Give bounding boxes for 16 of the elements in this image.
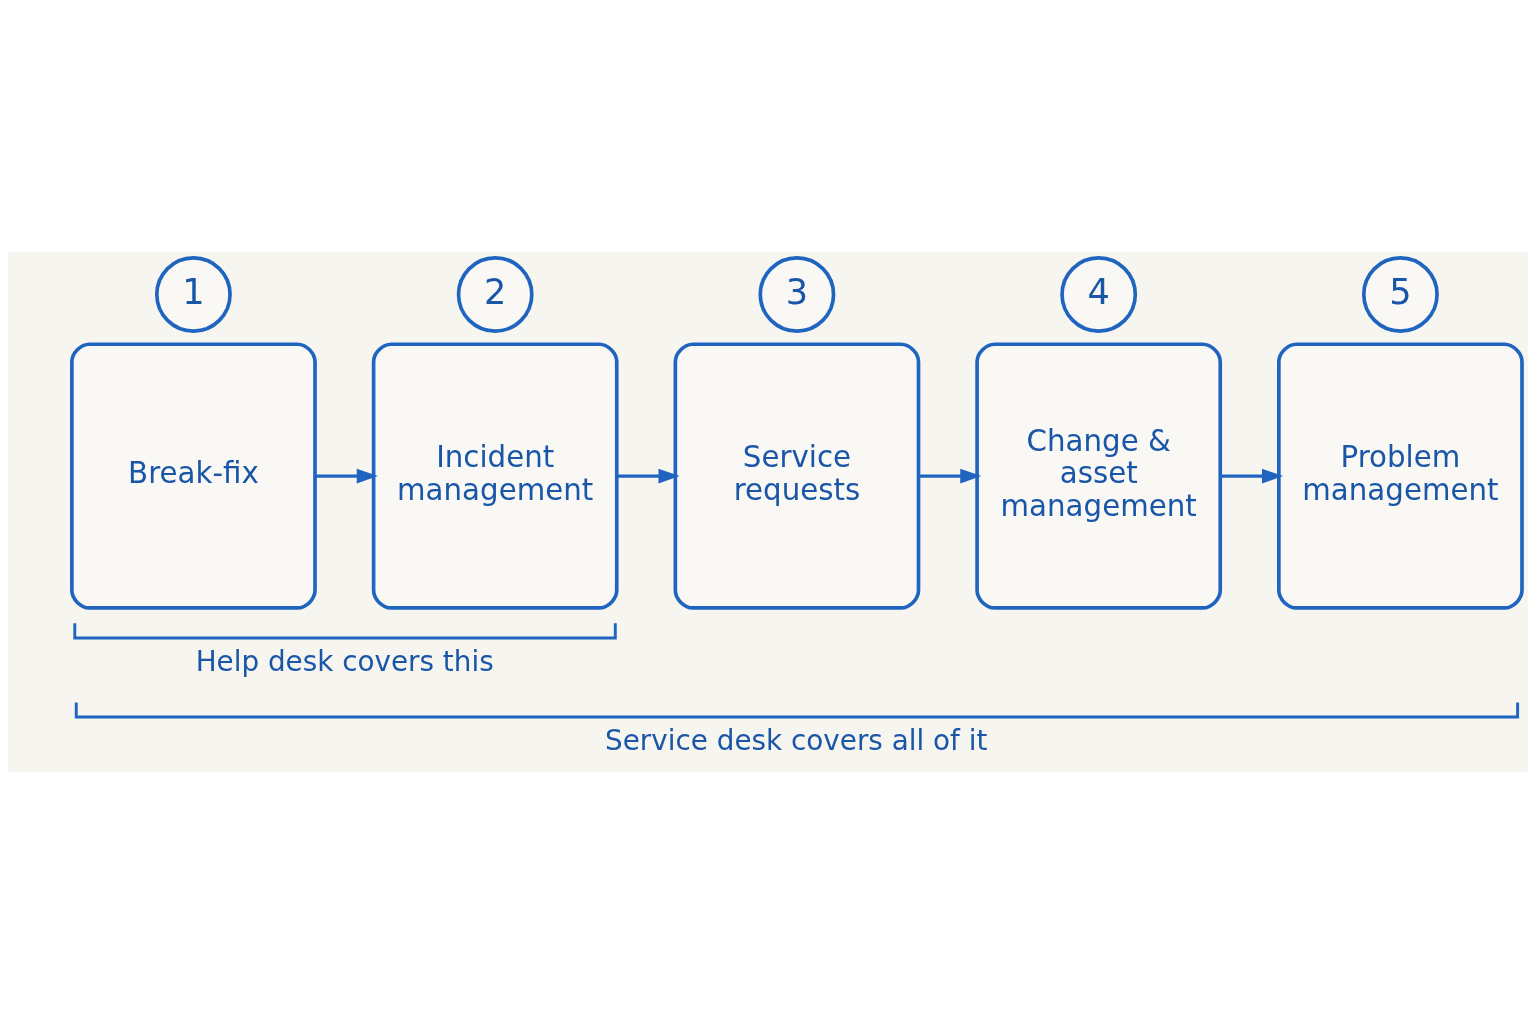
node-box: Service requests [673,342,921,610]
node-circle: 1 [155,256,232,333]
arrow [617,468,680,484]
node-circle: 3 [758,256,836,333]
label: Service desk covers all of it [605,723,988,757]
arrow [315,468,378,484]
node-circle: 5 [1361,256,1439,333]
node-box: Problem management [1277,342,1524,610]
node-box: Break-fix [70,342,317,610]
node-box: Change & asset management [975,342,1223,610]
arrow [918,468,982,484]
node-box: Incident management [371,342,619,610]
arrow [1220,468,1284,484]
label: Help desk covers this [195,644,494,678]
node-circle: 4 [1060,256,1138,333]
node-circle: 2 [456,256,534,333]
